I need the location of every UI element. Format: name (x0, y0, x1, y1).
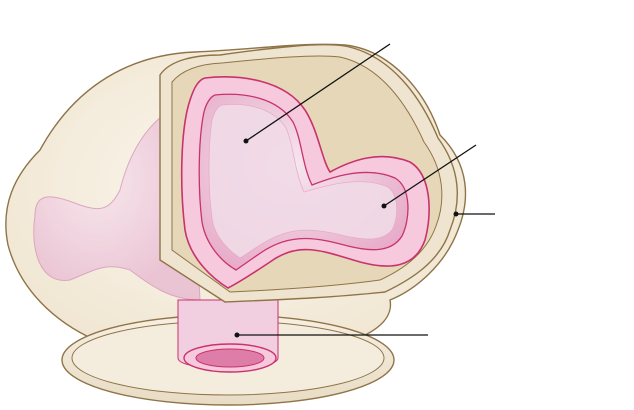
leader-upper-cavity (245, 43, 391, 142)
vesicle-lumen (208, 104, 398, 259)
tube-opening-inner (195, 348, 265, 368)
leader-side-lobe-dot (381, 203, 387, 209)
leader-upper-cavity-dot (243, 138, 249, 144)
leader-outer-layer-dot (453, 211, 459, 217)
leader-side-lobe (383, 144, 477, 207)
leader-tube-dot (234, 332, 240, 338)
